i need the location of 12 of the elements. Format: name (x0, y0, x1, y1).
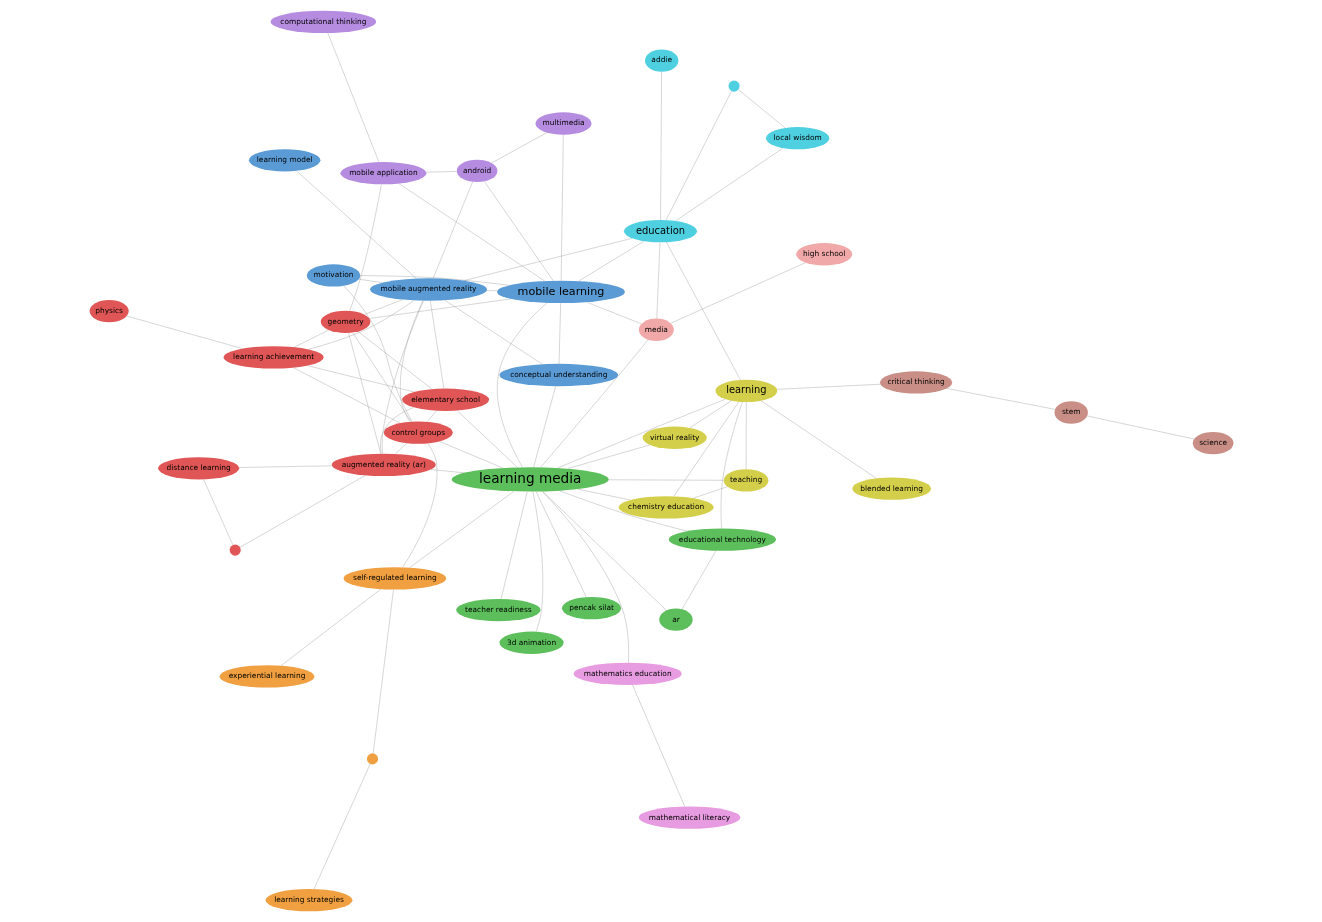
node-ellipse: learning (715, 379, 777, 403)
node-circle (366, 753, 378, 765)
connector (485, 290, 497, 292)
node-circle (728, 80, 740, 92)
connector (541, 491, 629, 663)
node-ellipse: education (623, 220, 697, 243)
node-ellipse: learning media (451, 467, 609, 492)
node-circle (229, 544, 241, 556)
connector (379, 406, 414, 455)
node-ellipse: mobile learning (496, 280, 625, 304)
connector (426, 410, 437, 423)
connector (394, 442, 407, 455)
